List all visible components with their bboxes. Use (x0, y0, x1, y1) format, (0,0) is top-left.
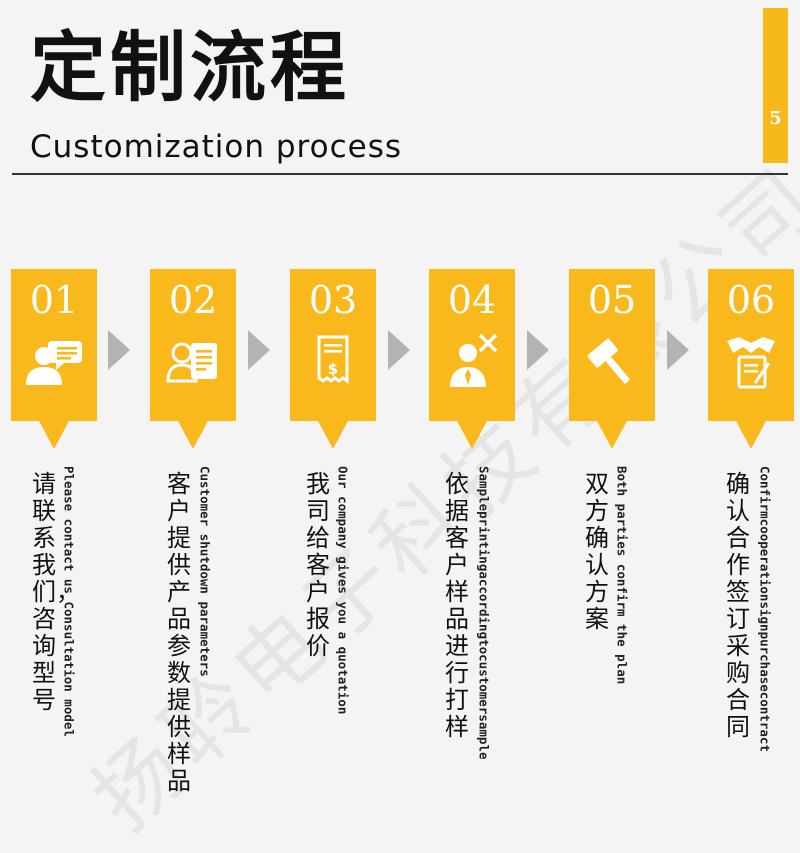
step-card: 06 (708, 269, 794, 449)
step-05-description: 双方确认方案 (585, 470, 609, 633)
product-parameters-icon (166, 342, 217, 383)
step-01: 01 (11, 269, 97, 449)
page-number-tab: 5 (763, 8, 788, 163)
step-04-english: Sampleprintingaccordingtocustomersample (476, 466, 492, 760)
step-05-english: Both parties confirm the plan (614, 466, 630, 685)
title-divider (12, 173, 788, 175)
step-06-english: Confirmcooperationsignpurchasecontract (757, 466, 773, 752)
page-number: 5 (769, 108, 782, 129)
chevron-right-icon (108, 330, 130, 370)
step-01-english: Please contact us Consultation model (61, 466, 77, 737)
quotation-bill-icon: $ (317, 335, 349, 384)
step-number: 03 (308, 278, 358, 322)
step-number: 04 (447, 278, 497, 322)
step-number: 06 (726, 278, 776, 322)
step-02-description: 客户提供产品参数 提供样品 (167, 470, 191, 795)
step-card: 03 $ (290, 269, 376, 449)
gavel-icon (587, 338, 630, 384)
step-number: 01 (29, 278, 79, 322)
step-03-description: 我司给客户报价 (306, 470, 330, 660)
step-03: 03 $ (290, 269, 376, 449)
step-card: 01 (11, 269, 97, 449)
step-04-description: 依据客户样品进行打样 (445, 470, 469, 741)
chevron-right-icon (248, 330, 270, 370)
step-06-description: 确认合作 签订采购合同 (726, 470, 750, 741)
step-05: 05 (569, 269, 655, 449)
step-card: 04 (429, 269, 515, 449)
svg-text:$: $ (328, 360, 338, 378)
step-card: 02 (150, 269, 236, 449)
step-03-english: Our company gives you a quotation (335, 466, 351, 715)
chevron-right-icon (527, 330, 549, 370)
customer-consult-icon (26, 341, 82, 385)
handshake-contract-icon (727, 337, 775, 389)
chevron-right-icon (388, 330, 410, 370)
step-02: 02 (150, 269, 236, 449)
chevron-right-icon (667, 330, 689, 370)
engineer-tools-icon (450, 333, 498, 387)
step-04: 04 (429, 269, 515, 449)
step-number: 05 (587, 278, 637, 322)
step-01-description: 请联系我们，咨询型号 (32, 470, 80, 714)
step-02-english: Customer shutdown parameters (197, 466, 213, 677)
page-title: 定制流程 (30, 23, 350, 112)
step-card: 05 (569, 269, 655, 449)
step-number: 02 (168, 278, 218, 322)
step-06: 06 (708, 269, 794, 449)
page-subtitle: Customization process (30, 129, 403, 165)
